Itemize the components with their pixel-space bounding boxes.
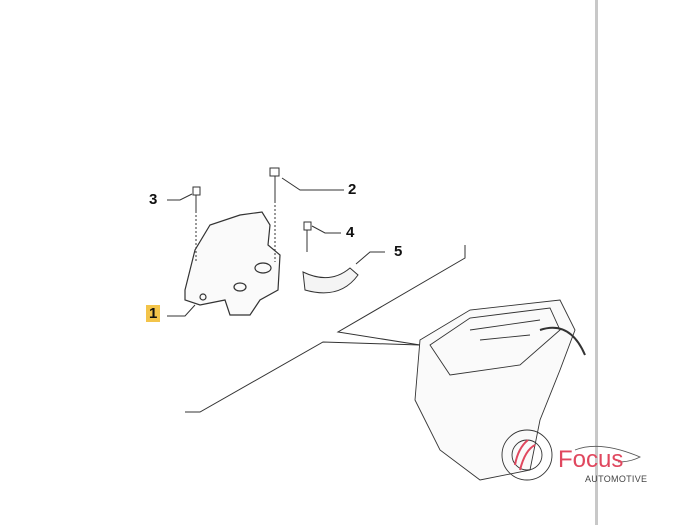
engine-mount-part [184,211,281,316]
logo-swoosh [514,439,536,471]
leader-lines [167,177,466,413]
bolt-3 [192,186,201,262]
logo-sub: AUTOMOTIVE [585,474,648,484]
bolt-4 [303,221,312,252]
callout-4[interactable]: 4 [346,224,355,241]
callout-5[interactable]: 5 [394,243,403,260]
page-divider [595,0,598,525]
engine-illustration [414,299,586,481]
callout-1[interactable]: 1 [146,305,161,322]
bracket-5 [302,267,359,294]
callout-2[interactable]: 2 [348,181,357,198]
logo-car-outline [574,445,641,463]
logo-brand: Focus [558,446,624,473]
callout-3[interactable]: 3 [149,191,158,208]
bolt-2 [269,167,280,262]
